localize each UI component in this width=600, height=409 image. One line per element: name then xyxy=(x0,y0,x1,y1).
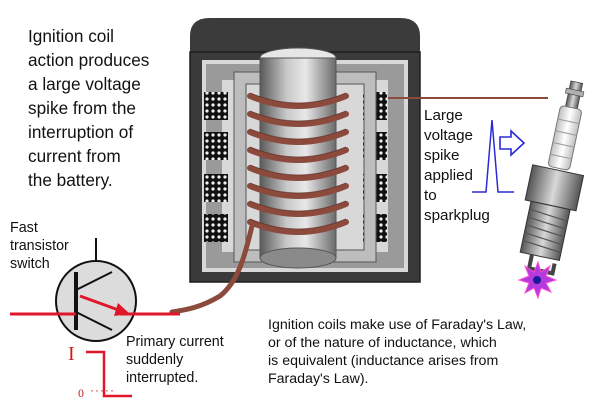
spark-label-line: applied xyxy=(424,167,473,184)
sparkplug xyxy=(519,80,585,276)
secondary-winding-left-4 xyxy=(204,214,228,242)
spark-label-line: voltage xyxy=(424,127,473,144)
intro-line: the battery. xyxy=(28,170,113,190)
primary-winding xyxy=(247,93,349,235)
current-symbol: I xyxy=(68,343,75,365)
faraday-line: is equivalent (inductance arises from xyxy=(268,353,499,369)
intro-line: interruption of xyxy=(28,122,134,142)
coil-cap xyxy=(190,18,420,52)
primary-label-line: suddenly xyxy=(126,352,184,368)
faraday-text: Ignition coils make use of Faraday's Law… xyxy=(268,316,598,388)
current-step-graph xyxy=(86,350,132,398)
intro-line: action produces xyxy=(28,50,150,70)
zero-label: 0 xyxy=(78,386,84,400)
primary-label-line: Primary current xyxy=(126,334,224,350)
faraday-line: Faraday's Law). xyxy=(268,371,369,387)
secondary-winding-left-2 xyxy=(204,132,228,160)
switch-label-line: Fast xyxy=(10,220,38,236)
intro-line: current from xyxy=(28,146,121,166)
spark-label-line: to xyxy=(424,187,437,204)
intro-text: Ignition coil action produces a large vo… xyxy=(28,24,203,192)
spark-label: Large voltage spike applied to sparkplug xyxy=(424,106,514,226)
spark-label-line: Large xyxy=(424,107,463,124)
intro-line: Ignition coil xyxy=(28,26,114,46)
spark-label-line: sparkplug xyxy=(424,207,490,224)
switch-label-line: switch xyxy=(10,256,50,272)
core-bottom xyxy=(259,247,337,269)
voltage-spike xyxy=(472,119,514,193)
ignition-coil xyxy=(169,18,421,315)
faraday-line: or of the nature of inductance, which xyxy=(268,335,497,351)
secondary-winding-left-3 xyxy=(204,174,228,202)
spark-label-line: spike xyxy=(424,147,460,164)
switch-label-line: transistor xyxy=(10,238,69,254)
arrow-to-sparkplug-icon xyxy=(499,129,526,157)
zero-dots: ····· xyxy=(90,383,115,397)
primary-lead-wire xyxy=(169,223,255,315)
secondary-winding-left-1 xyxy=(204,92,228,120)
primary-current-label: Primary current suddenly interrupted. xyxy=(126,333,224,387)
switch-label: Fast transistor switch xyxy=(10,219,69,273)
faraday-line: Ignition coils make use of Faraday's Law… xyxy=(268,317,527,333)
intro-line: a large voltage xyxy=(28,74,141,94)
primary-label-line: interrupted. xyxy=(126,370,199,386)
intro-line: spike from the xyxy=(28,98,136,118)
